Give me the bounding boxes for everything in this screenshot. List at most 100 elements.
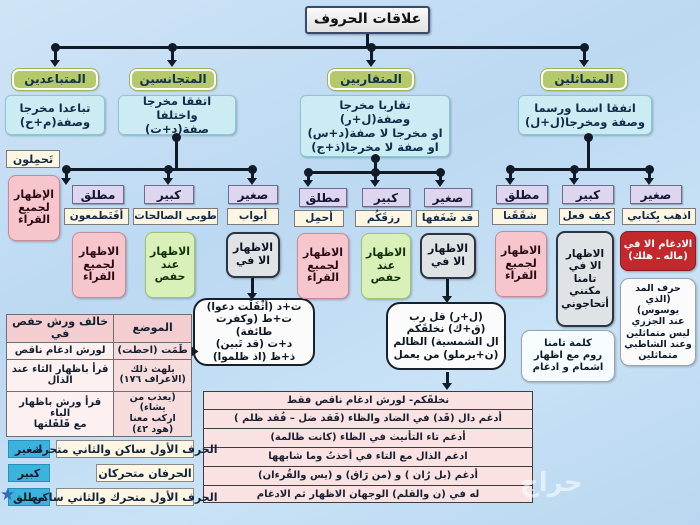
example-kabir-mutaqaribeen: رزقَكُم — [355, 210, 412, 227]
connector-main-bus — [55, 46, 585, 49]
note-line: ليس متماثلين — [626, 327, 690, 339]
rule-item: له في (ن والقلم) الوجهان الاظهار ثم الاد… — [256, 489, 480, 500]
callout-line: ال الشمسية) الظالم — [393, 336, 499, 348]
arrow-kabir-mid — [370, 180, 380, 187]
degree-kabir-mutajaniseen[interactable]: كبير — [144, 185, 194, 204]
note-line: كلمة تامنا — [544, 338, 592, 349]
category-mutamathileen[interactable]: المتماثلين — [540, 68, 628, 91]
legend-text-saghir: الحرف الأول ساكن والثاني متحرك — [32, 440, 218, 458]
note-line: حرف المد — [635, 282, 681, 294]
legend-chip-saghir[interactable]: صغير — [8, 440, 50, 458]
subbus-dot-right-3 — [645, 165, 654, 174]
rule-item: نخلقَكم- لورش ادغام ناقص فقط — [204, 392, 532, 410]
callout-mutaqaribeen: (ل+ر) قل رب (ق+ك) نخلقَكم ال الشمسية) ال… — [386, 302, 506, 370]
connector-saghir-mid — [439, 174, 442, 181]
stem-mutajaniseen — [175, 140, 178, 168]
arrow-mutlaq-right — [505, 178, 515, 185]
example-mutlaq-mutabaideen: أفَتَطمعون — [64, 208, 129, 225]
ruling-saghir-mutaqaribeen: الاظهار الا في — [420, 233, 476, 279]
arrow-mutlaq-left — [61, 178, 71, 185]
table-header-row: الموضع خالف ورش حفص في — [5, 314, 192, 343]
arrow-cat-3 — [366, 60, 376, 67]
ruling-mutlaq-mutamathileen: الاظهار لجميع القراء — [495, 231, 547, 297]
subbus-dot-mid-2 — [371, 168, 380, 177]
rule-item: ادغم الذال مع التاء في أخذتُ وما شابهها — [204, 448, 532, 467]
note-harf-al-madd: حرف المد (الذي يوسوس) عند الجزري ليس متم… — [620, 278, 696, 366]
legend-chip-mutlaq[interactable]: مطلق — [8, 488, 50, 506]
arrow-rules-list — [442, 383, 452, 390]
connector-mutlaq-right — [509, 171, 512, 179]
example-tahmiloon: تَحمِلون — [6, 150, 60, 168]
arrow-kabir-left — [163, 178, 173, 185]
connector-saghir-left — [251, 171, 254, 179]
category-mutabaideen[interactable]: المتباعدين — [11, 68, 99, 91]
connector-rules-list — [446, 372, 449, 384]
category-mutaqaribeen[interactable]: المتقاربين — [327, 68, 415, 91]
connector-kabir-left — [167, 171, 170, 179]
definition-mutaqaribeen: تقاربا مخرجا وصفة(ل+ر) او مخرجا لا صفة(د… — [300, 95, 450, 157]
connector-sub-bus-right — [510, 168, 650, 171]
arrow-callout-mutajaniseen — [247, 293, 257, 300]
example-kabir-mutamathileen: كيف فعل — [559, 208, 615, 225]
legend-text-kabir: الحرفان متحركان — [96, 464, 194, 482]
table-cell-note: قرأ باظهار الثاء عند الذال — [5, 358, 115, 392]
table-row: يلهث ذلك (الاعراف ١٧٦) قرأ باظهار الثاء … — [5, 358, 192, 392]
legend-text-mutlaq: الحرف الأول متحرك والثاني ساكن — [32, 488, 218, 506]
table-row: (يعذب من يشاء) اركب معنا (هود ٤٢) قرأ ور… — [5, 390, 192, 438]
bus-dot-2 — [168, 43, 177, 52]
table-cell-note: قرأ ورش باظهار الباء مع قَلقَلتها — [5, 390, 115, 438]
example-mutlaq-mutaqaribeen: أحمِل — [294, 210, 344, 227]
callout-line: د+ت (قد تَبين) — [215, 338, 293, 351]
degree-kabir-mutamathileen[interactable]: كبير — [562, 185, 614, 204]
note-line: عند الجزري — [631, 316, 685, 328]
subbus-dot-left-1 — [62, 165, 71, 174]
degree-saghir-mutamathileen[interactable]: صغير — [630, 185, 682, 204]
connector-callout-mutaqaribeen — [446, 279, 449, 297]
subbus-dot-mid-1 — [304, 168, 313, 177]
stem-mutamathileen — [587, 140, 590, 168]
degree-saghir-mutaqaribeen[interactable]: صغير — [424, 188, 472, 207]
arrow-cat-4 — [579, 60, 589, 67]
rule-item: أدغم (بل رُان ) و (من رَاق) و (يس والقُر… — [204, 467, 532, 486]
connector-cat-1 — [54, 49, 57, 61]
ruling-kabir-mutaqaribeen: الاظهار عند حفص — [361, 233, 411, 299]
degree-mutlaq-mutabaideen[interactable]: مطلق — [72, 185, 124, 204]
arrow-saghir-right — [644, 178, 654, 185]
degree-kabir-mutaqaribeen[interactable]: كبير — [362, 188, 410, 207]
callout-line: (ق+ك) نخلقَكم — [406, 323, 486, 336]
bus-dot-3 — [367, 43, 376, 52]
bus-dot-1 — [51, 43, 60, 52]
legend-chip-kabir[interactable]: كبير — [8, 464, 50, 482]
degree-mutlaq-mutaqaribeen[interactable]: مطلق — [299, 188, 347, 207]
subbus-dot-right-2 — [570, 165, 579, 174]
table-cell-place: (يعذب من يشاء) اركب معنا (هود ٤٢) — [113, 390, 192, 438]
watermark: حراج — [520, 468, 583, 498]
subbus-dot-mid-3 — [436, 168, 445, 177]
subbus-dot-left-3 — [248, 165, 257, 174]
note-line: اشمام و ادغام — [532, 362, 604, 373]
star-icon: ★ — [0, 485, 16, 505]
arrow-cat-2 — [167, 60, 177, 67]
degree-mutlaq-mutamathileen[interactable]: مطلق — [496, 185, 548, 204]
degree-saghir-mutajaniseen[interactable]: صغير — [228, 185, 278, 204]
definition-mutamathileen: اتفقا اسما ورسما وصفة ومخرجا(ل+ل) — [518, 95, 652, 135]
arrow-mutlaq-mid — [303, 180, 313, 187]
bus-dot-4 — [580, 43, 589, 52]
arrow-saghir-mid — [435, 180, 445, 187]
table-header-place: الموضع — [113, 314, 192, 343]
ruling-kabir-mutajaniseen: الاظهار عند حفص — [145, 232, 195, 298]
connector-callout-mutajaniseen — [251, 278, 254, 294]
stem-dot-mutamathileen — [584, 133, 593, 142]
callout-line: (ل+ر) قل رب — [409, 310, 483, 323]
example-saghir-mutaqaribeen: قد شَغَفها — [416, 210, 479, 227]
note-line: وعند الشاطبي — [624, 338, 692, 350]
arrow-saghir-left — [247, 178, 257, 185]
note-line: روم مع اظهار — [533, 350, 603, 361]
example-kabir-mutajaniseen: طوبى الصالحات — [133, 208, 218, 225]
table-cell-place: طَمَت (احطت) — [113, 341, 192, 360]
table-header-note: خالف ورش حفص في — [5, 314, 115, 343]
category-mutajaniseen[interactable]: المتجانسين — [129, 68, 217, 91]
example-saghir-mutajaniseen: أبواب — [227, 208, 279, 225]
ruling-mutlaq-mutabaideen: الاظهار لجميع القراء — [72, 232, 126, 298]
